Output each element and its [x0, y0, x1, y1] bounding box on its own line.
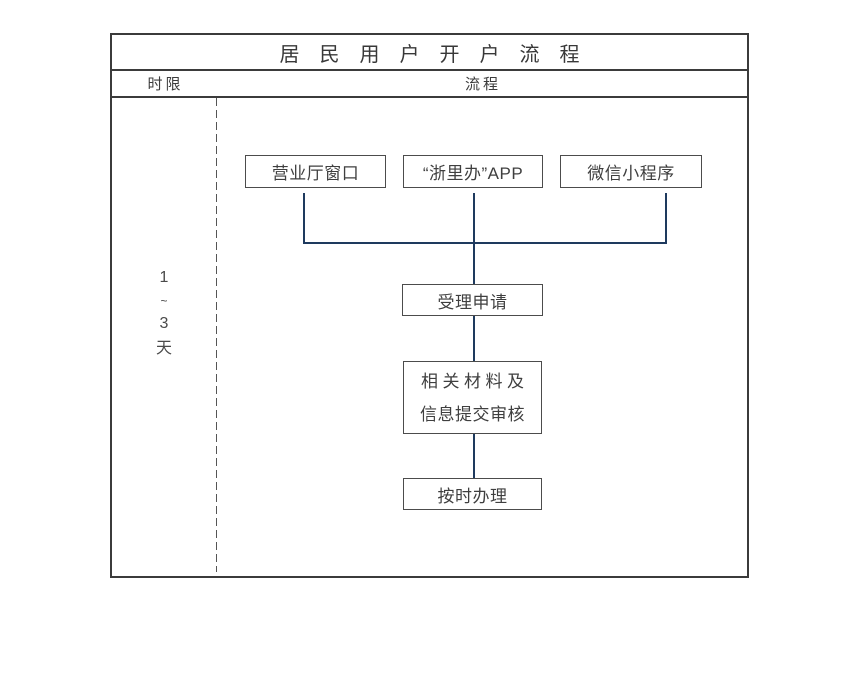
process-header: 流程	[464, 76, 501, 93]
column-divider-dashed	[215, 98, 217, 572]
table-title-row: 居民用户开户流程	[112, 35, 747, 71]
page-title: 居民用户开户流程	[279, 43, 600, 66]
time-limit-value: 3	[159, 315, 169, 332]
step-box-accept-application: 受理申请	[402, 284, 543, 316]
connector-center-drop	[473, 193, 475, 284]
step-box-timely-processing: 按时办理	[403, 478, 542, 510]
channel-box-business-hall: 营业厅窗口	[245, 155, 386, 188]
connector-right-drop	[665, 193, 667, 242]
step-box-materials-review: 相关材料及 信息提交审核	[403, 361, 542, 434]
time-limit-tilde: ~	[160, 294, 168, 308]
header-row: 时限 流程	[112, 71, 747, 98]
time-limit-cell: 1 ~ 3 天	[112, 270, 216, 357]
connector-merge-horizontal	[303, 242, 667, 244]
connector-step1-to-step2	[473, 316, 475, 361]
connector-left-drop	[303, 193, 305, 242]
channel-box-wechat-miniprogram: 微信小程序	[560, 155, 702, 188]
time-limit-unit: 天	[155, 340, 172, 357]
step-materials-line2: 信息提交审核	[420, 404, 525, 424]
flow-canvas: 1 ~ 3 天 营业厅窗口 “浙里办”APP 微信小程序 受理申请 相关材料及 …	[112, 98, 747, 572]
step-materials-line1: 相关材料及	[421, 371, 529, 391]
channel-box-zheliban-app: “浙里办”APP	[403, 155, 543, 188]
time-limit-value: 1	[159, 269, 169, 286]
process-table: 居民用户开户流程 时限 流程 1 ~ 3 天 营业厅窗口 “浙里办”APP 微信…	[110, 33, 749, 578]
connector-step2-to-step3	[473, 434, 475, 478]
time-limit-header: 时限	[147, 76, 184, 93]
